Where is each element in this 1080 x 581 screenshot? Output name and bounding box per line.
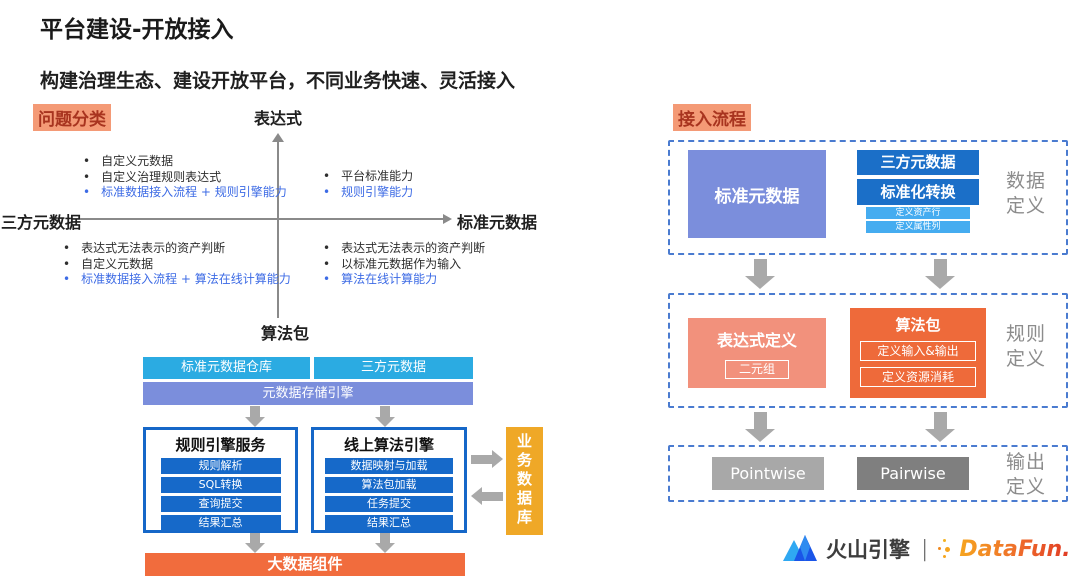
list-item: 标准数据接入流程 + 算法在线计算能力: [63, 272, 291, 288]
list-item: 标准数据接入流程 + 规则引擎能力: [83, 185, 287, 201]
business-db-box: 业务数据库: [506, 427, 543, 535]
list-item: 平台标准能力: [323, 169, 413, 185]
datafun-wordmark: DataFun.: [959, 536, 1071, 562]
rule-engine-service-box: 规则引擎服务 规则解析 SQL转换 查询提交 结果汇总: [143, 427, 298, 533]
section-label-problem: 问题分类: [33, 104, 111, 131]
stage3-label: 输出定义: [1006, 451, 1047, 498]
quadrant-bottom-left-list: 表达式无法表示的资产判断 自定义元数据 标准数据接入流程 + 算法在线计算能力: [63, 241, 291, 288]
algo-package-title: 算法包: [895, 316, 941, 334]
vertical-axis-arrow-icon: [272, 133, 284, 142]
box-expression-definition: 表达式定义 二元组: [688, 318, 826, 388]
page-title: 平台建设-开放接入: [40, 17, 234, 43]
arrow-left-icon: [471, 487, 503, 505]
horizontal-axis-arrow-icon: [443, 214, 452, 224]
rule-engine-title: 规则引擎服务: [175, 436, 266, 454]
algo-engine-title: 线上算法引擎: [343, 436, 434, 454]
online-algo-engine-box: 线上算法引擎 数据映射与加载 算法包加载 任务提交 结果汇总: [311, 427, 467, 533]
rule-engine-step: 结果汇总: [160, 515, 281, 531]
arrow-down-icon: [745, 412, 775, 442]
stage2-label: 规则定义: [1006, 323, 1047, 370]
quadrant-top-left-list: 自定义元数据 自定义治理规则表达式 标准数据接入流程 + 规则引擎能力: [83, 154, 287, 201]
arrow-down-icon: [925, 412, 955, 442]
box-define-resource: 定义资源消耗: [860, 367, 976, 387]
box-tuple: 二元组: [725, 360, 789, 379]
box-third-party-meta: 三方元数据: [314, 357, 473, 379]
box-define-attr-col: 定义属性列: [866, 221, 970, 233]
volcano-engine-icon: [783, 534, 817, 561]
page-subtitle: 构建治理生态、建设开放平台，不同业务快速、灵活接入: [40, 70, 516, 92]
box-standard-meta: 标准元数据: [688, 150, 826, 238]
quadrant-bottom-right-list: 表达式无法表示的资产判断 以标准元数据作为输入 算法在线计算能力: [323, 241, 485, 288]
box-meta-warehouse: 标准元数据仓库: [143, 357, 310, 379]
volcano-engine-wordmark: 火山引擎: [826, 538, 910, 562]
algo-engine-step: 结果汇总: [325, 515, 453, 531]
box-pairwise: Pairwise: [857, 457, 969, 490]
vertical-axis-line: [277, 141, 279, 318]
arrow-right-icon: [471, 450, 503, 468]
list-item: 表达式无法表示的资产判断: [323, 241, 485, 257]
list-item: 以标准元数据作为输入: [323, 257, 485, 273]
box-third-party-meta-flow: 三方元数据: [857, 150, 979, 175]
rule-engine-step: SQL转换: [160, 477, 281, 493]
section-label-flow: 接入流程: [673, 104, 751, 131]
stage-output-definition-frame: [668, 445, 1068, 502]
algo-engine-step: 数据映射与加载: [325, 458, 453, 474]
axis-label-right: 标准元数据: [457, 213, 538, 232]
box-define-io: 定义输入&输出: [860, 341, 976, 361]
arrow-down-icon: [375, 533, 395, 553]
box-algo-package: 算法包 定义输入&输出 定义资源消耗: [850, 308, 986, 398]
arrow-down-icon: [925, 259, 955, 289]
footer-logos: 火山引擎 | DataFun.: [783, 534, 1071, 564]
axis-label-bottom: 算法包: [261, 324, 310, 343]
bigdata-component-bar: 大数据组件: [145, 553, 465, 576]
rule-engine-step: 查询提交: [160, 496, 281, 512]
stage1-label: 数据定义: [1006, 170, 1047, 217]
axis-label-top: 表达式: [254, 109, 303, 128]
box-standardize-transform: 标准化转换: [857, 179, 979, 205]
datafun-dots-icon: [945, 546, 951, 552]
horizontal-axis-line: [80, 218, 444, 220]
list-item: 自定义元数据: [83, 154, 287, 170]
list-item: 算法在线计算能力: [323, 272, 485, 288]
list-item: 表达式无法表示的资产判断: [63, 241, 291, 257]
algo-engine-step: 任务提交: [325, 496, 453, 512]
arrow-down-icon: [245, 533, 265, 553]
algo-engine-step: 算法包加载: [325, 477, 453, 493]
rule-engine-step: 规则解析: [160, 458, 281, 474]
box-pointwise: Pointwise: [712, 457, 824, 490]
arrow-down-icon: [245, 406, 265, 427]
list-item: 自定义治理规则表达式: [83, 170, 287, 186]
axis-label-left: 三方元数据: [1, 213, 82, 232]
box-define-asset-row: 定义资产行: [866, 207, 970, 219]
arrow-down-icon: [745, 259, 775, 289]
box-meta-storage-engine: 元数据存储引擎: [143, 382, 473, 405]
list-item: 自定义元数据: [63, 257, 291, 273]
arrow-down-icon: [375, 406, 395, 427]
quadrant-top-right-list: 平台标准能力 规则引擎能力: [323, 169, 413, 200]
list-item: 规则引擎能力: [323, 185, 413, 201]
logo-separator: |: [921, 536, 929, 562]
expression-definition-title: 表达式定义: [716, 331, 797, 350]
